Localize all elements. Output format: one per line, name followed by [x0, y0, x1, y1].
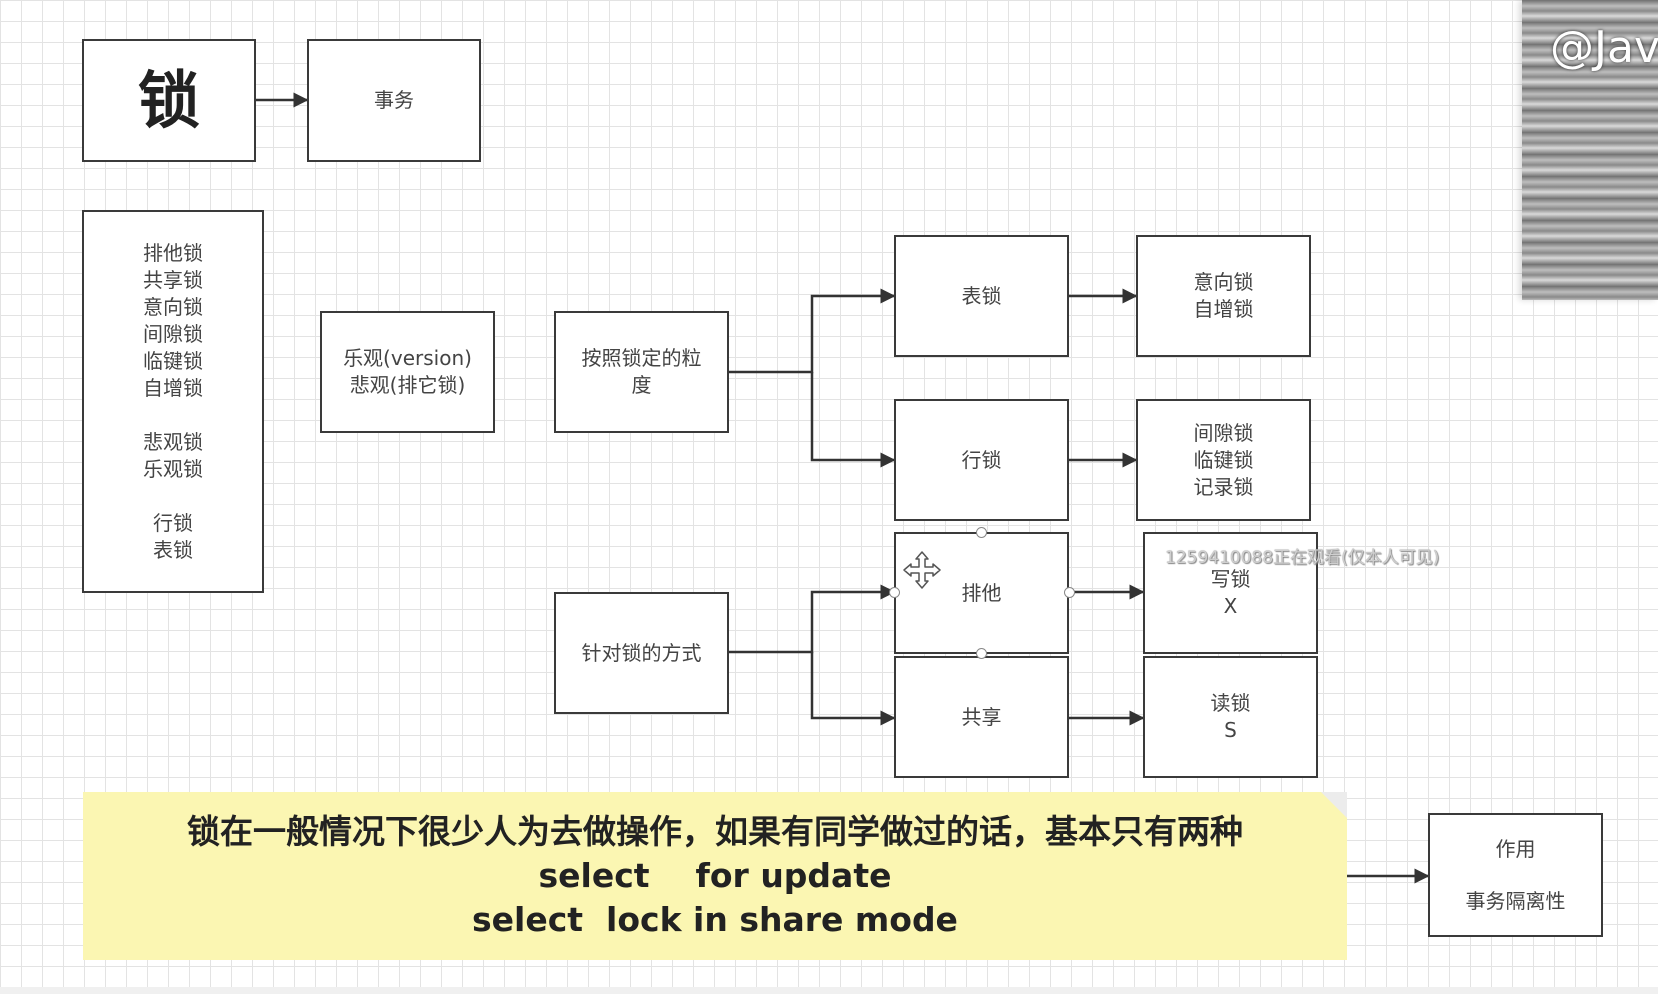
row-lock-box[interactable]: 行锁: [894, 399, 1069, 521]
edge-mode-to-shared[interactable]: [810, 652, 896, 726]
edge-granularity-to-table-lock[interactable]: [729, 288, 896, 374]
connection-handle-bottom[interactable]: [976, 648, 987, 659]
webcam-video-thumbnail[interactable]: @Jav: [1522, 0, 1658, 300]
viewer-watermark: 1259410088正在观看(仅本人可见): [1165, 548, 1440, 568]
effect-box[interactable]: 作用 事务隔离性: [1428, 813, 1603, 937]
read-lock-box[interactable]: 读锁 S: [1143, 656, 1318, 778]
connection-handle-right[interactable]: [1064, 587, 1075, 598]
connection-handle-top[interactable]: [976, 527, 987, 538]
row-lock-kinds-box[interactable]: 间隙锁 临键锁 记录锁: [1136, 399, 1311, 521]
video-badge-text: @Jav: [1550, 22, 1658, 73]
edge-granularity-to-row-lock[interactable]: [810, 372, 896, 468]
optimistic-pessimistic-box[interactable]: 乐观(version) 悲观(排它锁): [320, 311, 495, 433]
table-lock-kinds-box[interactable]: 意向锁 自增锁: [1136, 235, 1311, 357]
move-arrows-icon[interactable]: [902, 550, 942, 590]
transaction-box[interactable]: 事务: [307, 39, 481, 162]
by-mode-box[interactable]: 针对锁的方式: [554, 592, 729, 714]
shared-box[interactable]: 共享: [894, 656, 1069, 778]
table-lock-box[interactable]: 表锁: [894, 235, 1069, 357]
by-granularity-box[interactable]: 按照锁定的粒 度: [554, 311, 729, 433]
edge-mode-to-exclusive[interactable]: [729, 584, 896, 654]
lock-title-box[interactable]: 锁: [82, 39, 256, 162]
connection-handle-left[interactable]: [889, 587, 900, 598]
note-line-1: 锁在一般情况下很少人为去做操作，如果有同学做过的话，基本只有两种: [187, 812, 1243, 851]
write-lock-box[interactable]: 写锁 X: [1143, 532, 1318, 654]
note-line-3: select lock in share mode: [472, 900, 958, 939]
note-line-2: select for update: [538, 856, 892, 895]
lock-types-list-box[interactable]: 排他锁 共享锁 意向锁 间隙锁 临键锁 自增锁 悲观锁 乐观锁 行锁 表锁: [82, 210, 264, 593]
bottom-edge-strip: [0, 987, 1658, 994]
sticky-note[interactable]: 锁在一般情况下很少人为去做操作，如果有同学做过的话，基本只有两种 select …: [83, 792, 1347, 960]
